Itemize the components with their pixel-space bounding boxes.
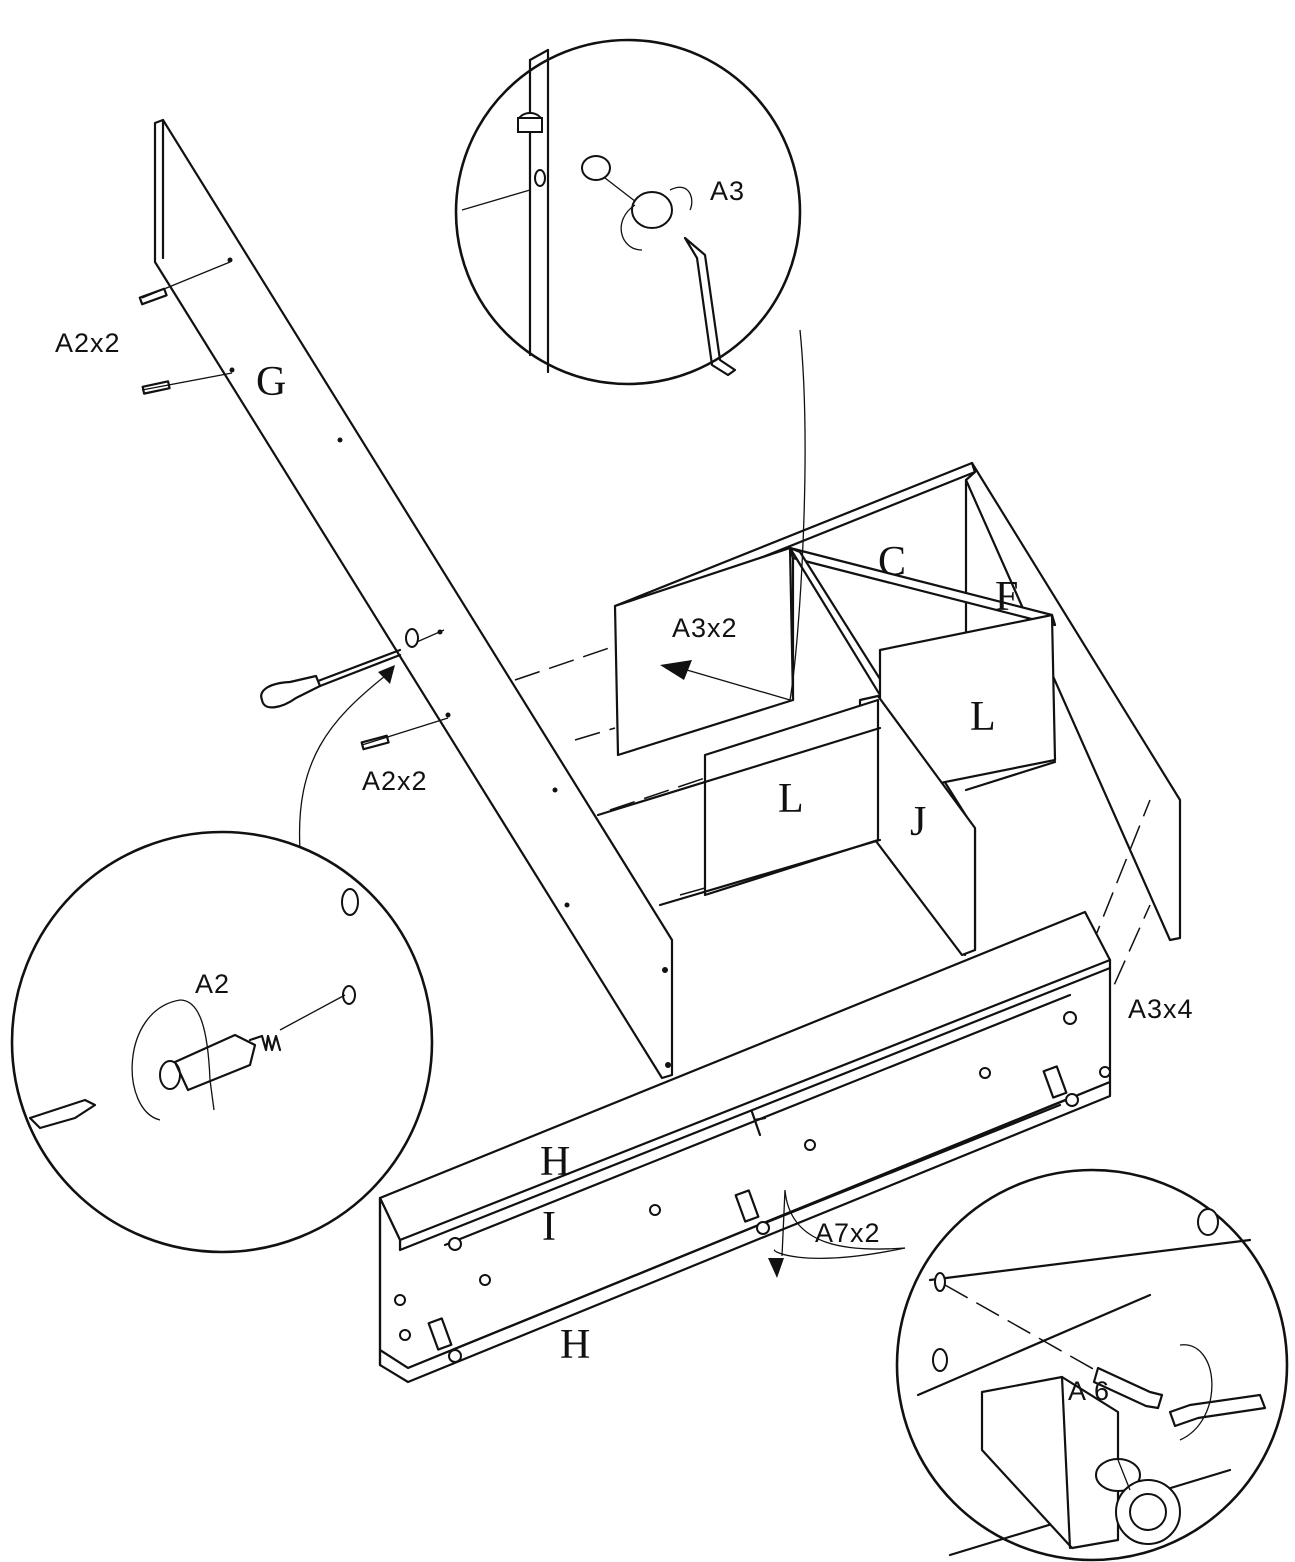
label-panel-j: J [910, 799, 926, 845]
label-panel-l-top: L [970, 694, 996, 740]
detail-circle-a2 [10, 830, 434, 1254]
label-detail-a2: A2 [195, 969, 230, 999]
detail-circle-a3 [454, 38, 802, 386]
panel-labels: G C F L L J H I H [256, 359, 1018, 1368]
label-detail-a6: A 6 [1068, 1376, 1110, 1406]
label-panel-h-top: H [540, 1139, 570, 1185]
label-a3x4: A3x4 [1128, 994, 1194, 1024]
label-panel-c: C [878, 539, 906, 585]
label-a2x2-upper: A2x2 [55, 328, 121, 358]
base-frame [378, 910, 1112, 1384]
pointer-arrows [298, 329, 906, 1278]
cabinet-frame [596, 461, 1182, 957]
label-panel-l-mid: L [778, 776, 804, 822]
label-panel-i: I [542, 1204, 556, 1250]
label-detail-a3: A3 [710, 176, 745, 206]
screwdriver-icon [260, 628, 419, 709]
panel-g [153, 118, 674, 1080]
detail-circle-a6 [895, 1168, 1289, 1562]
dowel-pins [138, 287, 390, 751]
hardware-labels: A2x2 A2x2 A3x2 A3x4 A7x2 A3 A2 A 6 [55, 176, 1194, 1406]
label-a2x2-lower: A2x2 [362, 766, 428, 796]
label-panel-f: F [995, 574, 1018, 620]
label-panel-g: G [256, 359, 286, 405]
label-a3x2: A3x2 [672, 613, 738, 643]
label-a7x2: A7x2 [815, 1218, 881, 1248]
label-panel-h-bottom: H [560, 1322, 590, 1368]
